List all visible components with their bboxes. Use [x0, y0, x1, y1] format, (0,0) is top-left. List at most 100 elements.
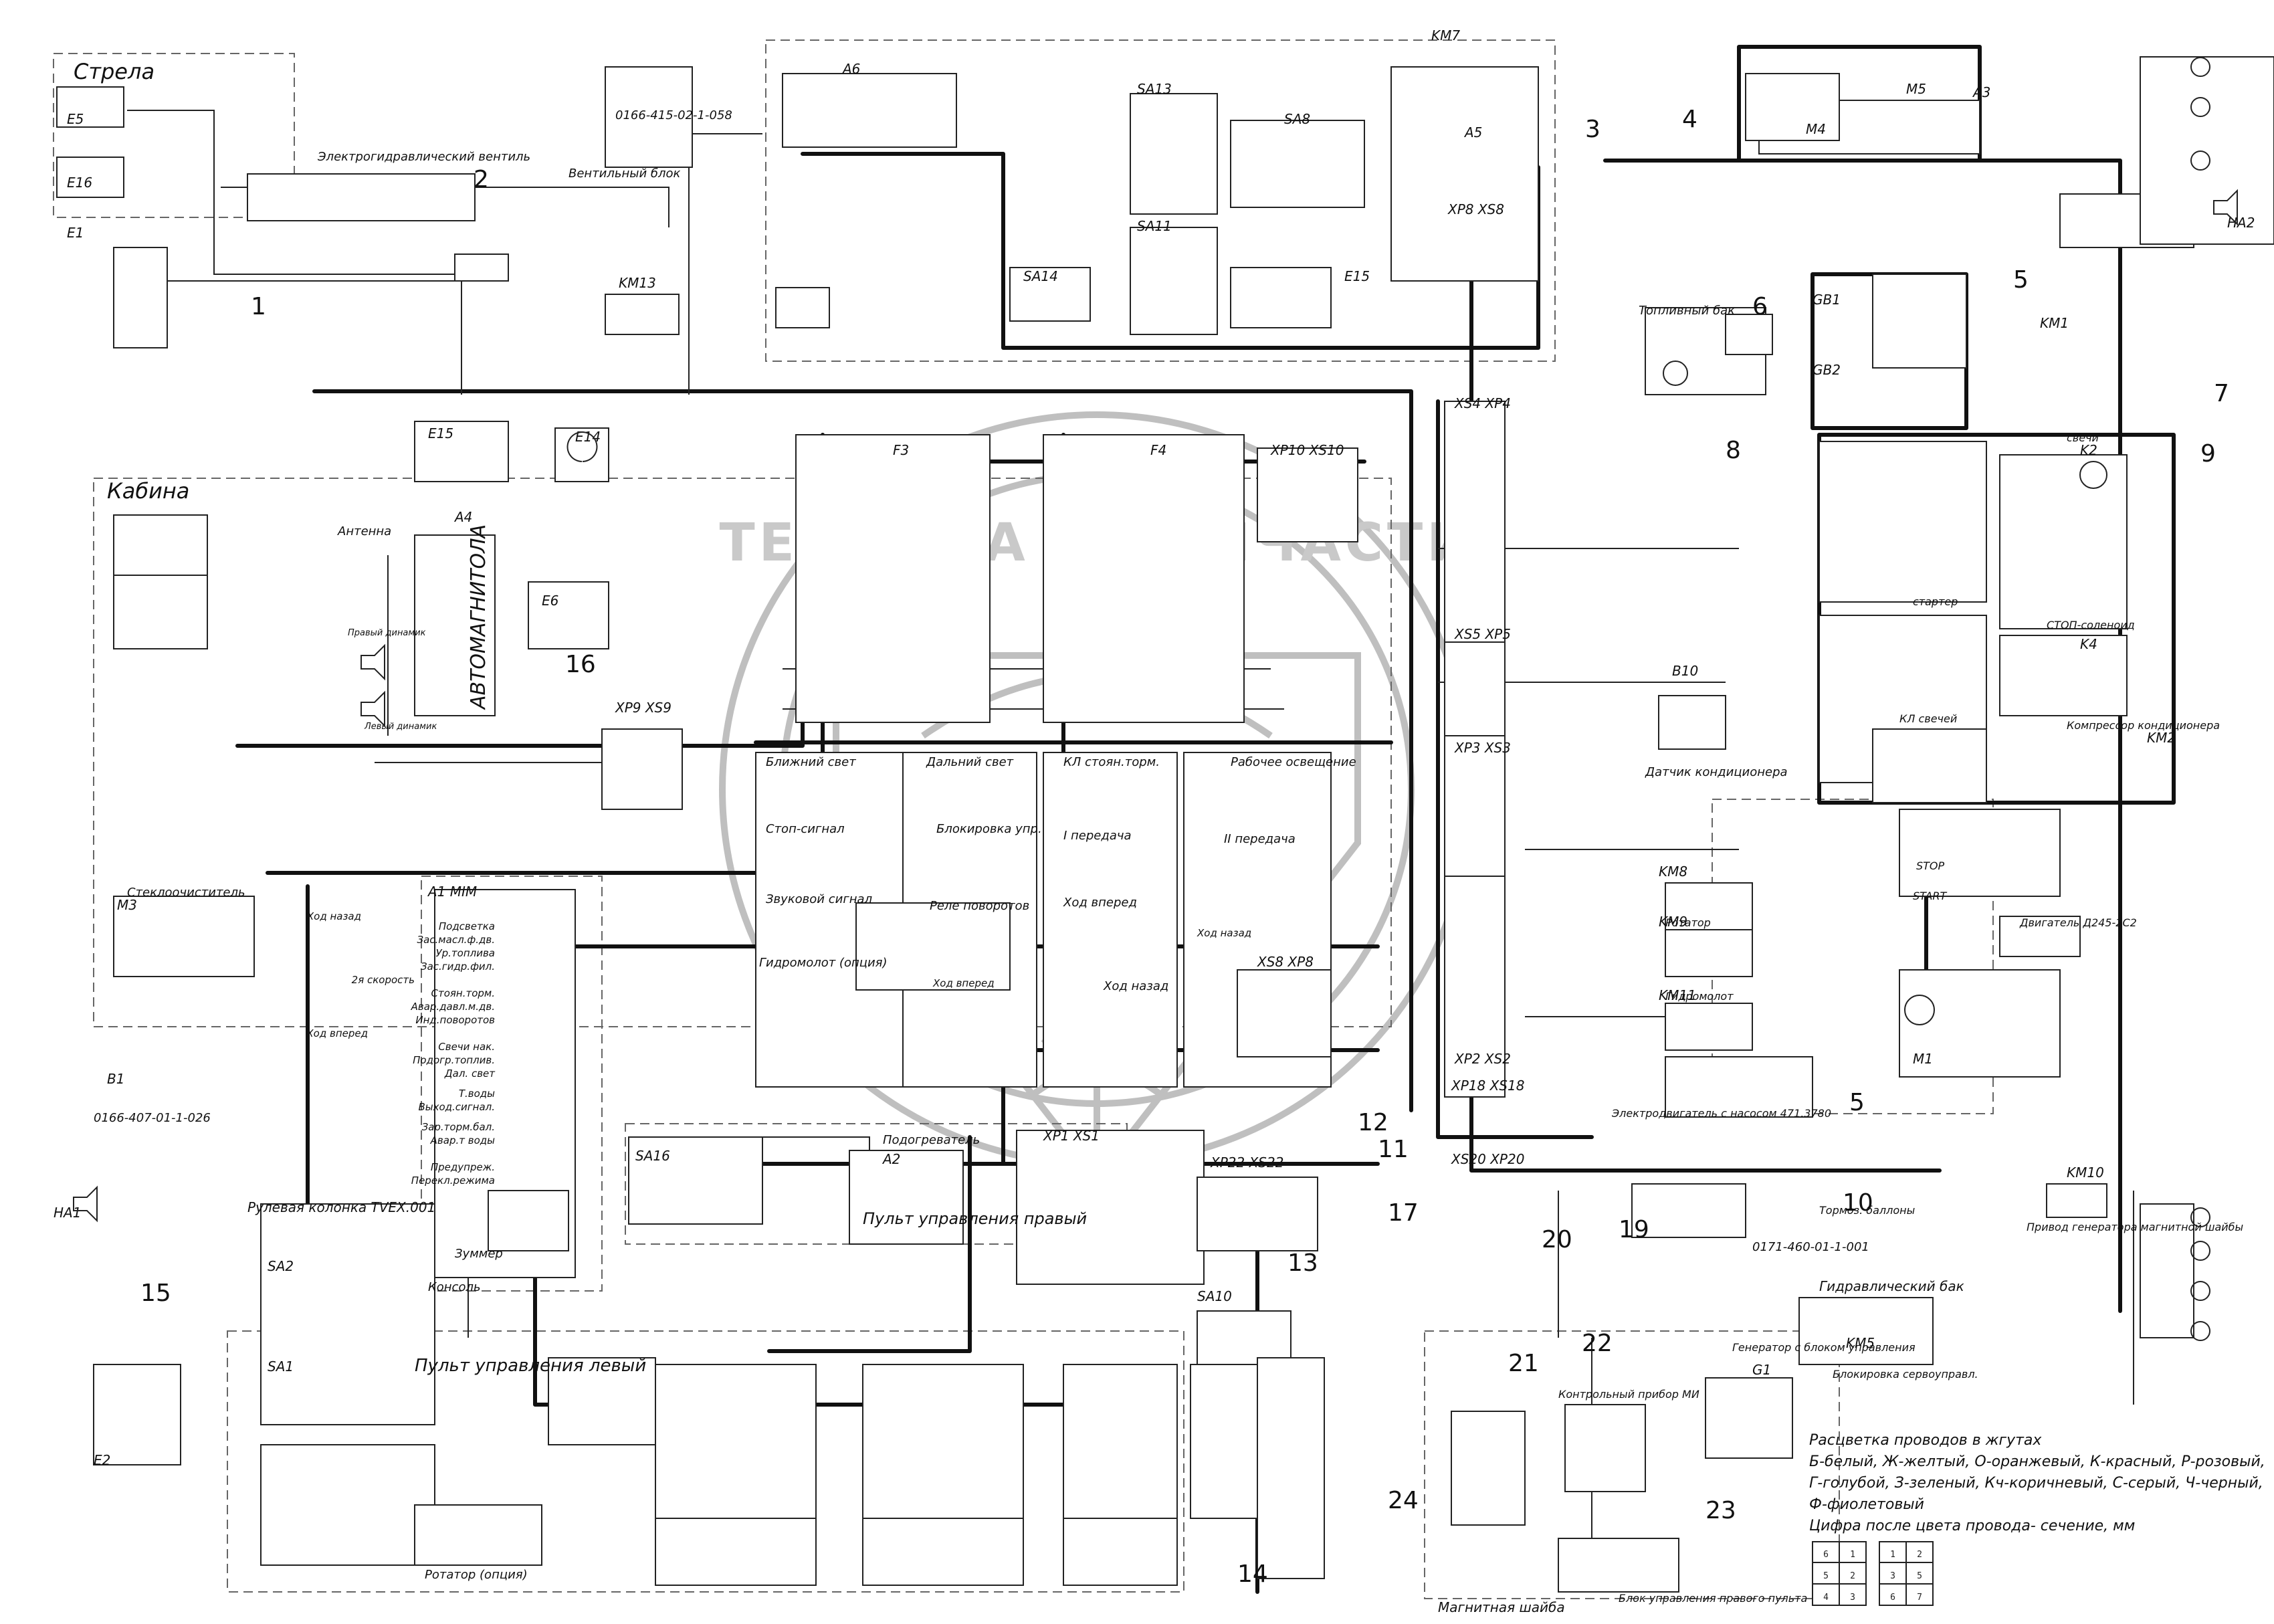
callout: 20 — [1542, 1226, 1572, 1253]
sensor-icon — [1663, 361, 1688, 386]
component-labels: A6 A3 M5 M4 A5 KM7 GB1 GB2 KM1 K2 K4 KM2… — [54, 27, 2255, 1468]
zone-condenser-sensor: Датчик кондиционера — [1645, 765, 1788, 779]
label-KM13: KM13 — [619, 275, 656, 291]
legend-line: Цифра после цвета провода- сечение, мм — [1809, 1518, 2135, 1534]
label-KM10: KM10 — [2067, 1164, 2104, 1181]
label-XS4: XS4 XP4 — [1454, 395, 1511, 411]
relay-lock-ctrl: Блокировка упр. — [936, 822, 1042, 836]
label-XS5: XS5 XP5 — [1454, 626, 1511, 642]
relay-heater: Подогреватель — [883, 1133, 980, 1147]
callout: 21 — [1508, 1350, 1539, 1377]
label-A2: A2 — [882, 1151, 900, 1167]
relay-second-gear: II передача — [1224, 832, 1296, 846]
label-radio: АВТОМАГНИТОЛА — [467, 524, 490, 710]
console-label: Подогр.топлив. — [413, 1054, 495, 1066]
label-M5: M5 — [1906, 81, 1926, 97]
label-E1: E1 — [67, 225, 84, 241]
callout: 2 — [474, 166, 489, 193]
label-SA14: SA14 — [1023, 268, 1058, 284]
callout: 19 — [1619, 1216, 1649, 1243]
callout: 1 — [251, 293, 266, 320]
pin-number: 3 — [1850, 1593, 1855, 1603]
label-HA1: HA1 — [54, 1205, 81, 1221]
label-back-move: Ход назад — [1197, 927, 1251, 939]
console-label: Зар.торм.бал. — [422, 1121, 495, 1133]
misc-labels: Вентильный блок Электрогидравлический ве… — [94, 108, 1869, 1582]
label-generator: Генератор с блоком управления — [1732, 1341, 1916, 1354]
callout: 5 — [1849, 1089, 1865, 1116]
label-SA1: SA1 — [268, 1358, 294, 1375]
component-boxes — [56, 56, 2274, 1593]
relay-titles: Ближний свет Дальний свет КЛ стоян.торм.… — [759, 755, 1356, 1147]
lamp-icon — [2190, 1321, 2210, 1341]
callout: 23 — [1706, 1497, 1736, 1524]
callout: 14 — [1237, 1560, 1268, 1588]
callout: 5 — [2013, 266, 2029, 294]
label-electric-motor: Электродвигатель с насосом 471.3780 — [1611, 1107, 1831, 1120]
label-XP8: XP8 XS8 — [1447, 201, 1504, 217]
label-XP10: XP10 XS10 — [1270, 442, 1344, 458]
lamp-icon — [2190, 1241, 2210, 1261]
console-label: Зас.гидр.фил. — [421, 960, 495, 973]
label-KM5: KM5 — [1846, 1335, 1875, 1351]
label-E2: E2 — [94, 1452, 110, 1468]
legend-line: Б-белый, Ж-желтый, О-оранжевый, К-красны… — [1809, 1453, 2265, 1470]
speaker-icon — [360, 690, 385, 728]
label-K4: K4 — [2080, 636, 2097, 652]
legend-line: Ф-фиолетовый — [1809, 1496, 1924, 1513]
label-E15b: E15 — [1344, 268, 1370, 284]
label-antenna: Антенна — [337, 524, 391, 538]
label-XP3: XP3 XS3 — [1454, 740, 1511, 756]
label-GB2: GB2 — [1813, 362, 1841, 378]
zone-steering: Рулевая колонка TVEX.001 — [247, 1199, 435, 1215]
callout: 15 — [140, 1280, 171, 1307]
lamp-icon — [2190, 1207, 2210, 1227]
zone-right-panel-block: Блок управления правого пульта — [1619, 1592, 1807, 1605]
lamp-icon — [2190, 1281, 2210, 1301]
console-label: Авар.т воды — [430, 1134, 495, 1146]
console-label: Выход.сигнал. — [418, 1101, 495, 1113]
label-M3: M3 — [117, 897, 137, 913]
console-label: Инд.поворотов — [415, 1014, 495, 1026]
relay-turn: Реле поворотов — [930, 899, 1029, 913]
label-GB1: GB1 — [1813, 292, 1841, 308]
console-label: Перекл.режима — [411, 1175, 495, 1187]
label-KM1: KM1 — [2040, 315, 2069, 331]
label-E6: E6 — [542, 593, 558, 609]
label-SA11: SA11 — [1137, 218, 1172, 234]
label-part3: 0171-460-01-1-001 — [1752, 1240, 1869, 1254]
callout: 8 — [1726, 437, 1741, 464]
label-KM9: KM9 — [1659, 914, 1687, 930]
label-XP2: XP2 XS2 — [1454, 1051, 1511, 1067]
relay-work-light: Рабочее освещение — [1231, 755, 1356, 769]
label-right-speaker: Правый динамик — [348, 628, 426, 638]
label-K2: K2 — [2080, 442, 2097, 458]
label-glow-relay: КЛ свечей — [1899, 712, 1957, 725]
zone-console: Консоль — [428, 1280, 481, 1294]
label-A4: A4 — [453, 509, 472, 525]
zone-fuel-tank: Топливный бак — [1639, 304, 1735, 318]
callout: 9 — [2200, 440, 2216, 468]
console-label: Ур.топлива — [435, 947, 495, 959]
label-SA10: SA10 — [1197, 1288, 1232, 1304]
label-rotator: Ротатор — [1665, 916, 1711, 929]
label-XP18: XP18 XS18 — [1451, 1078, 1524, 1094]
relay-first-gear: I передача — [1063, 829, 1132, 843]
zone-brake: Тормоз. баллоны — [1819, 1204, 1915, 1217]
label-KM8: KM8 — [1659, 864, 1687, 880]
label-M4: M4 — [1806, 121, 1826, 137]
pin-number: 7 — [1917, 1593, 1922, 1603]
relay-sound-signal: Звуковой сигнал — [766, 892, 872, 906]
label-forward-move: Ход вперед — [932, 977, 995, 989]
label-E15: E15 — [428, 425, 453, 441]
label-buzzer: Зуммер — [455, 1247, 503, 1261]
label-SA16: SA16 — [635, 1148, 670, 1164]
console-label: Т.воды — [459, 1088, 495, 1100]
lamp-icon — [566, 431, 598, 462]
console-label: Предупреж. — [431, 1161, 495, 1173]
console-label: Стоян.торм. — [431, 987, 495, 999]
label-E5: E5 — [67, 111, 84, 127]
zone-kabina: Кабина — [107, 478, 189, 504]
relay-hydro-option: Гидромолот (опция) — [759, 956, 888, 970]
callout: 12 — [1358, 1109, 1388, 1136]
